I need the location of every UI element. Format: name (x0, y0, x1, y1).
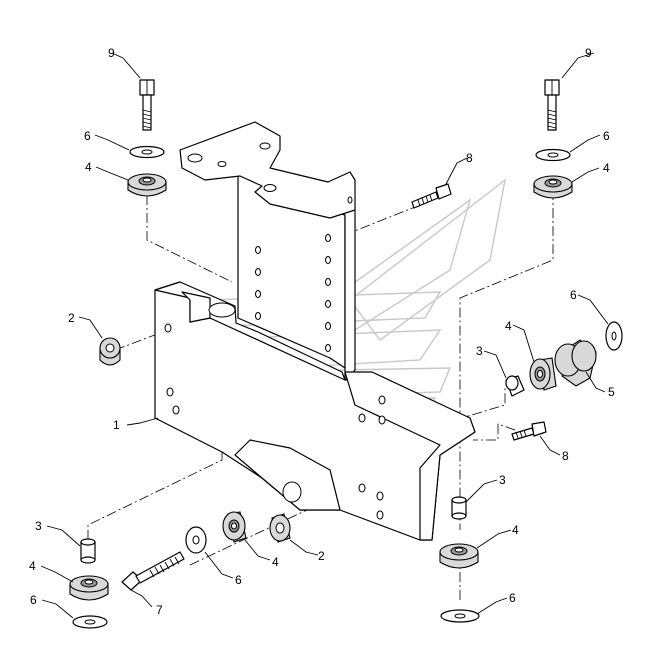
spacer-lower-right (451, 496, 467, 520)
callout-4-bottom-center: 4 (272, 555, 279, 569)
callout-4-top-right: 4 (603, 161, 610, 175)
rubber-mount-lower-left (69, 575, 109, 601)
callout-6-top-left: 6 (84, 129, 91, 143)
callout-3-lower-right: 3 (499, 473, 506, 487)
spacer-right-assembly (505, 375, 525, 397)
callout-9-right: 9 (585, 46, 592, 60)
rubber-mount-bottom-center (222, 511, 247, 543)
cylinder-right-assembly (554, 339, 597, 387)
washer-top-right (535, 148, 571, 162)
callout-6-bottom-center: 6 (235, 573, 242, 587)
rubber-mount-top-right (533, 175, 573, 199)
callout-2-bottom: 2 (318, 549, 325, 563)
callout-6-right-assembly: 6 (570, 288, 577, 302)
rubber-mount-top-left (127, 173, 167, 197)
small-bolt-top (411, 183, 452, 209)
callout-7: 7 (156, 603, 163, 617)
callout-labels: 9 9 6 6 4 4 8 2 4 6 3 5 1 8 3 4 6 3 4 6 … (29, 46, 615, 617)
callout-1: 1 (113, 418, 120, 432)
washer-top-left (129, 145, 165, 159)
long-hex-bolt (121, 551, 185, 591)
washer-lower-left (72, 615, 108, 629)
callout-2-left: 2 (68, 311, 75, 325)
bushing-left (99, 337, 121, 366)
callout-8-right: 8 (562, 449, 569, 463)
callout-6-lower-right: 6 (509, 591, 516, 605)
rubber-mount-lower-right (439, 543, 479, 569)
callout-4-right-assembly: 4 (505, 319, 512, 333)
washer-bottom-center (185, 526, 207, 554)
callout-4-top-left: 4 (85, 160, 92, 174)
callout-3-lower-left: 3 (35, 519, 42, 533)
callout-4-lower-right: 4 (512, 523, 519, 537)
callout-5: 5 (608, 385, 615, 399)
washer-right-assembly (605, 321, 623, 351)
small-bolt-right (511, 421, 547, 441)
washer-lower-right (440, 609, 480, 623)
callout-6-top-right: 6 (603, 129, 610, 143)
bushing-bottom (269, 513, 291, 543)
hex-bolt-top-left (139, 79, 155, 131)
leader-lines (40, 52, 609, 619)
callout-8-top: 8 (466, 151, 473, 165)
callout-4-lower-left: 4 (29, 559, 36, 573)
callout-3-right-assembly: 3 (476, 344, 483, 358)
bracket-holes (164, 196, 386, 520)
callout-6-lower-left: 6 (30, 593, 37, 607)
callout-9-left: 9 (108, 46, 115, 60)
rubber-mount-right-assembly (529, 357, 557, 391)
main-bracket (154, 121, 476, 541)
hex-bolt-top-right (544, 79, 560, 131)
spacer-lower-left (80, 538, 96, 564)
